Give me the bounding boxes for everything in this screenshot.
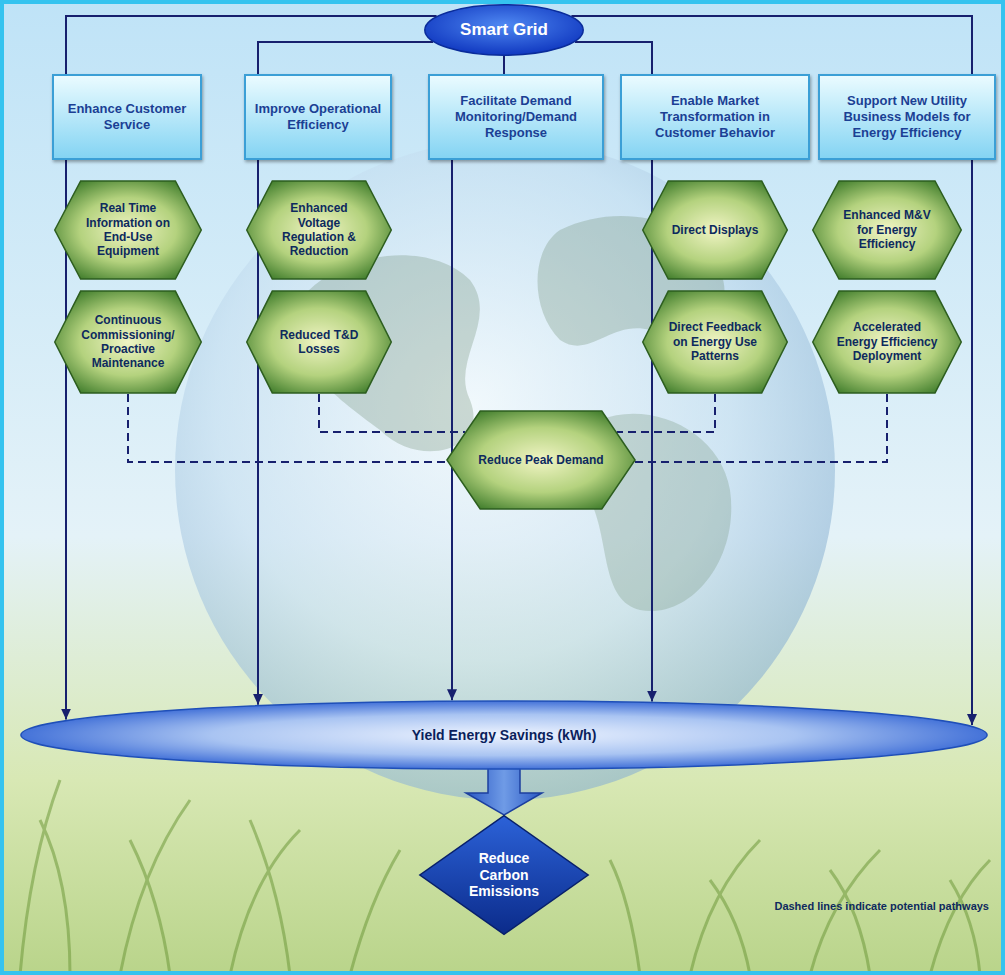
grass-blade: [710, 880, 750, 975]
benefit-hexagon: Accelerated Energy Efficiency Deployment: [812, 290, 962, 394]
benefit-hexagon: Reduced T&D Losses: [246, 290, 392, 394]
goal-box: Enhance Customer Service: [52, 74, 202, 160]
connector-line: [571, 16, 972, 74]
hex-fill: [643, 291, 788, 393]
connector-line: [503, 56, 505, 74]
grass-blade: [230, 830, 300, 975]
grass-blade: [810, 850, 880, 975]
node-text: Enhanced Voltage Regulation & Reduction: [269, 201, 368, 259]
node-text: Accelerated Energy Efficiency Deployment: [836, 320, 938, 363]
root-ellipse: Smart Grid: [424, 4, 584, 56]
node-text: Facilitate Demand Monitoring/Demand Resp…: [437, 93, 595, 141]
benefit-hexagon: Enhanced M&V for Energy Efficiency: [812, 180, 962, 280]
node-text: Reduce Carbon Emissions: [462, 850, 547, 900]
node-text: Enable Market Transformation in Customer…: [630, 93, 801, 141]
note-label: Dashed lines indicate potential pathways: [774, 900, 989, 912]
savings-band: Yield Energy Savings (kWh): [16, 700, 992, 770]
benefit-hexagon: Enhanced Voltage Regulation & Reduction: [246, 180, 392, 280]
grass-blade: [830, 870, 870, 975]
goal-box: Facilitate Demand Monitoring/Demand Resp…: [428, 74, 604, 160]
hex-fill: [813, 291, 962, 393]
node-text: Direct Displays: [672, 223, 759, 237]
node-text: Improve Operational Efficiency: [251, 101, 384, 133]
node-text: Yield Energy Savings (kWh): [412, 727, 597, 743]
hex-fill: [55, 181, 202, 279]
grass-blade: [250, 820, 290, 975]
goal-box: Enable Market Transformation in Customer…: [620, 74, 810, 160]
grass-blade: [130, 840, 170, 975]
hex-fill: [55, 291, 202, 393]
hex-fill: [813, 181, 962, 279]
connector-line: [66, 16, 437, 74]
grass-blade: [930, 860, 990, 975]
node-text: Continuous Commissioning/ Proactive Main…: [78, 313, 179, 371]
hex-fill: [643, 181, 788, 279]
dashed-connector: [128, 394, 447, 462]
grass-blade: [950, 880, 980, 975]
diamond-fill: [420, 816, 588, 935]
connector-line: [258, 42, 433, 74]
node-text: Enhanced M&V for Energy Efficiency: [836, 208, 938, 251]
grass-blade: [610, 860, 640, 975]
dashed-connector: [635, 394, 887, 462]
node-text: Reduce Peak Demand: [478, 453, 603, 467]
benefit-hexagon: Real Time Information on End-Use Equipme…: [54, 180, 202, 280]
goal-box: Support New Utility Business Models for …: [818, 74, 996, 160]
peak-hexagon: Reduce Peak Demand: [446, 410, 636, 510]
node-text: Enhance Customer Service: [60, 101, 195, 133]
connector-line: [575, 42, 652, 74]
node-text: Reduced T&D Losses: [269, 328, 368, 357]
node-text: Support New Utility Business Models for …: [827, 93, 987, 141]
node-text: Smart Grid: [460, 20, 548, 40]
ellipse-fill: [425, 5, 583, 55]
hex-fill: [247, 291, 392, 393]
hex-fill: [247, 181, 392, 279]
benefit-hexagon: Direct Feedback on Energy Use Patterns: [642, 290, 788, 394]
grass-blade: [20, 780, 60, 975]
hex-fill: [447, 411, 635, 509]
band-fill: [21, 701, 987, 769]
connector-line: [451, 160, 453, 700]
block-arrow: [466, 768, 542, 815]
grass-blade: [40, 820, 70, 975]
benefit-hexagon: Continuous Commissioning/ Proactive Main…: [54, 290, 202, 394]
benefit-hexagon: Direct Displays: [642, 180, 788, 280]
grass-blade: [350, 850, 400, 975]
grass-blade: [690, 840, 760, 975]
node-text: Real Time Information on End-Use Equipme…: [78, 201, 179, 259]
dashed-connector: [617, 394, 715, 432]
dashed-connector: [319, 394, 465, 432]
node-text: Direct Feedback on Energy Use Patterns: [665, 320, 764, 363]
grass-blade: [120, 800, 190, 975]
outcome-diamond: Reduce Carbon Emissions: [419, 815, 589, 935]
connector-line: [971, 160, 973, 725]
goal-box: Improve Operational Efficiency: [244, 74, 392, 160]
